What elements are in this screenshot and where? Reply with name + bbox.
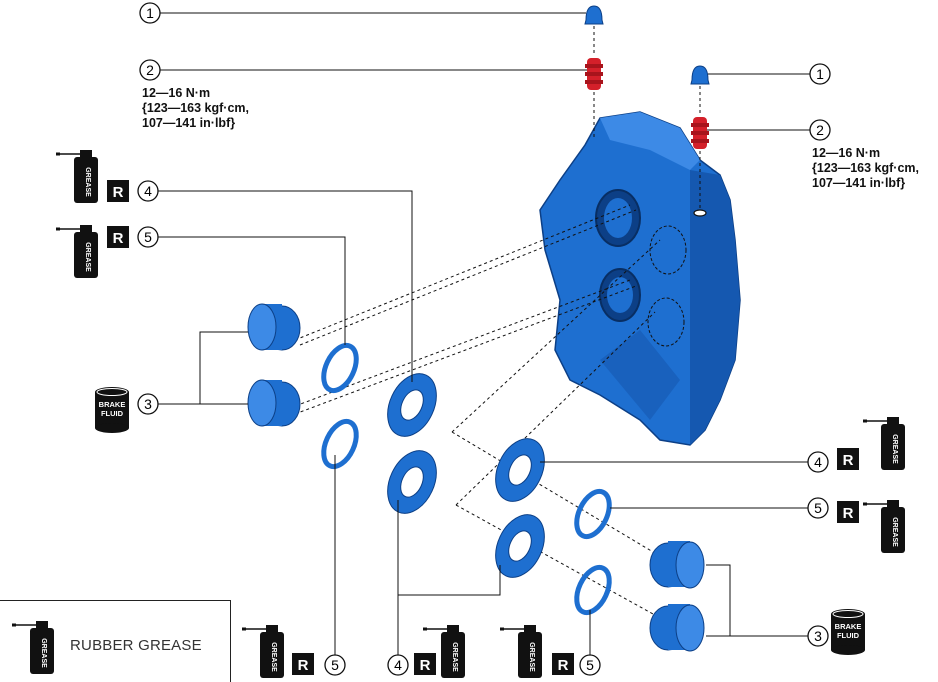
svg-text:5: 5: [814, 500, 822, 516]
grease-can-icon: GREASE: [10, 619, 56, 676]
replace-badge-3: R: [837, 448, 859, 470]
svg-text:R: R: [558, 657, 569, 674]
grease-can-icon: GREASE: [54, 223, 100, 280]
callout-5-left: 5: [137, 226, 159, 248]
callout-2-right: 2: [809, 119, 831, 141]
piston-lower-right: [649, 604, 705, 652]
svg-text:2: 2: [146, 62, 154, 78]
torque-line-2: {123—163 kgf·cm,: [812, 161, 920, 175]
dust-boots: [387, 373, 545, 578]
svg-text:GREASE: GREASE: [270, 642, 277, 672]
svg-text:5: 5: [586, 657, 594, 673]
bleeder-cap-left: [584, 5, 604, 25]
callout-4-right: 4: [807, 451, 829, 473]
piston-lower-left: [247, 379, 301, 427]
svg-text:2: 2: [816, 122, 824, 138]
svg-text:FLUID: FLUID: [837, 631, 860, 640]
callout-3-right: 3: [807, 625, 829, 647]
bleeder-screw-right: [691, 117, 709, 149]
callout-4-left: 4: [137, 180, 159, 202]
grease-can-icon: GREASE: [861, 498, 907, 555]
svg-text:3: 3: [814, 628, 822, 644]
grease-can-icon: GREASE: [54, 148, 100, 205]
svg-text:4: 4: [814, 454, 822, 470]
piston-seals: [321, 342, 612, 616]
grease-can-icon: GREASE: [861, 415, 907, 472]
svg-text:R: R: [843, 452, 854, 469]
callout-5-right: 5: [807, 497, 829, 519]
callout-5-bottom-a: 5: [324, 654, 346, 676]
callout-5-bottom-b: 5: [579, 654, 601, 676]
brake-fluid-can-icon: BRAKE FLUID: [830, 608, 866, 656]
torque-line-3: 107—141 in·lbf}: [812, 176, 906, 190]
svg-text:R: R: [298, 657, 309, 674]
caliper-body: [539, 111, 741, 446]
svg-text:1: 1: [816, 66, 824, 82]
svg-text:4: 4: [394, 657, 402, 673]
legend-box: RUBBER GREASE: [0, 600, 231, 682]
svg-text:BRAKE: BRAKE: [835, 622, 862, 631]
bleeder-screw-left: [585, 58, 603, 90]
svg-text:4: 4: [144, 183, 152, 199]
grease-can-icon: GREASE: [421, 623, 467, 680]
piston-upper-right: [649, 541, 705, 589]
replace-badge-7: R: [552, 653, 574, 675]
svg-text:GREASE: GREASE: [40, 638, 47, 668]
replace-badge-4: R: [837, 501, 859, 523]
svg-text:R: R: [113, 230, 124, 247]
svg-text:BRAKE: BRAKE: [99, 400, 126, 409]
callout-1-top: 1: [139, 2, 161, 24]
svg-text:GREASE: GREASE: [528, 642, 535, 672]
bleeder-cap-right: [690, 65, 710, 85]
torque-line-1: 12—16 N·m: [142, 86, 211, 100]
replace-badge-5: R: [292, 653, 314, 675]
grease-can-icon: GREASE: [498, 623, 544, 680]
torque-line-1: 12—16 N·m: [812, 146, 881, 160]
bleeder-axis-lines: [593, 26, 701, 208]
svg-text:R: R: [843, 505, 854, 522]
torque-spec-left: 12—16 N·m {123—163 kgf·cm, 107—141 in·lb…: [142, 86, 249, 131]
svg-text:GREASE: GREASE: [451, 642, 458, 672]
piston-upper-left: [247, 303, 301, 351]
grease-can-icon: GREASE: [240, 623, 286, 680]
svg-text:GREASE: GREASE: [84, 167, 91, 197]
callout-3-left: 3: [137, 393, 159, 415]
leader-lines: [158, 12, 810, 655]
svg-text:FLUID: FLUID: [101, 409, 124, 418]
callout-4-bottom: 4: [387, 654, 409, 676]
legend-label: RUBBER GREASE: [70, 637, 202, 654]
svg-text:R: R: [113, 184, 124, 201]
replace-badge-6: R: [414, 653, 436, 675]
callout-2-top: 2: [139, 59, 161, 81]
brake-fluid-can-icon: BRAKE FLUID: [94, 386, 130, 434]
svg-text:R: R: [420, 657, 431, 674]
torque-line-3: 107—141 in·lbf}: [142, 116, 236, 130]
torque-line-2: {123—163 kgf·cm,: [142, 101, 250, 115]
svg-text:5: 5: [144, 229, 152, 245]
replace-badge-2: R: [107, 226, 129, 248]
torque-spec-right: 12—16 N·m {123—163 kgf·cm, 107—141 in·lb…: [812, 146, 919, 191]
svg-text:5: 5: [331, 657, 339, 673]
svg-text:3: 3: [144, 396, 152, 412]
replace-badge-1: R: [107, 180, 129, 202]
callout-1-right: 1: [809, 63, 831, 85]
svg-text:GREASE: GREASE: [891, 434, 898, 464]
svg-text:GREASE: GREASE: [891, 517, 898, 547]
svg-text:1: 1: [146, 5, 154, 21]
svg-text:GREASE: GREASE: [84, 242, 91, 272]
